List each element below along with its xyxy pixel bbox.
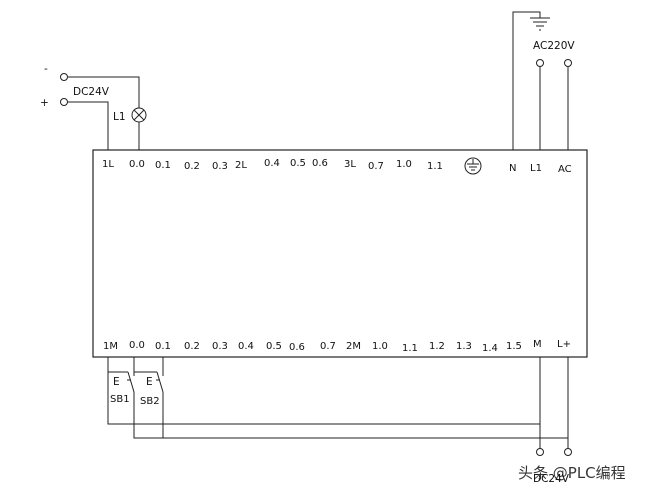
minus-terminal	[60, 73, 68, 81]
top-terminal-0.0: 0.0	[129, 159, 145, 170]
bottom-terminal-0.2: 0.2	[184, 341, 200, 352]
top-terminal-0.4: 0.4	[264, 158, 280, 169]
sb2-pushbutton: E	[134, 371, 164, 393]
sb1-label: SB1	[110, 394, 130, 405]
dc-supply: - + DC24V L1	[40, 63, 147, 150]
bottom-terminal-m: M	[533, 339, 542, 350]
ac-n-terminal	[564, 59, 572, 67]
top-terminal-3l: 3L	[344, 159, 356, 170]
ac220v-label: AC220V	[533, 40, 575, 52]
bottom-terminal-1.2: 1.2	[429, 341, 445, 352]
top-terminal-row: 1L 0.0 0.1 0.2 0.3 2L 0.4 0.5 0.6 3L 0.7…	[102, 157, 572, 175]
sb1-glyph: E	[113, 376, 120, 388]
bottom-terminal-1m: 1M	[103, 341, 118, 352]
sb2-glyph: E	[146, 376, 153, 388]
bottom-terminal-lplus: L+	[557, 339, 571, 350]
bottom-terminal-0.0: 0.0	[129, 340, 145, 351]
top-terminal-0.3: 0.3	[212, 161, 228, 172]
top-terminal-0.1: 0.1	[155, 160, 171, 171]
bottom-terminal-0.4: 0.4	[238, 341, 254, 352]
minus-sign: -	[44, 63, 48, 75]
bottom-terminal-1.1: 1.1	[402, 343, 418, 354]
bottom-terminal-1.3: 1.3	[456, 341, 472, 352]
top-terminal-2l: 2L	[235, 160, 247, 171]
plc-body	[92, 149, 588, 358]
top-terminal-1l: 1L	[102, 159, 114, 170]
bottom-terminal-1.4: 1.4	[482, 343, 498, 354]
ac-l1-terminal	[536, 59, 544, 67]
m-output-terminal	[536, 448, 544, 456]
bottom-terminal-1.0: 1.0	[372, 341, 388, 352]
watermark: 头条 @PLC编程	[518, 464, 626, 482]
top-terminal-0.7: 0.7	[368, 161, 384, 172]
dc24v-output-label: DC24V	[533, 473, 570, 485]
top-terminal-0.6: 0.6	[312, 158, 328, 169]
bottom-terminal-0.3: 0.3	[212, 341, 228, 352]
bottom-terminal-0.7: 0.7	[320, 341, 336, 352]
sb2-label: SB2	[140, 396, 160, 407]
top-terminal-0.2: 0.2	[184, 161, 200, 172]
bottom-terminal-row: 1M 0.0 0.1 0.2 0.3 0.4 0.5 0.6 0.7 2M 1.…	[103, 339, 571, 354]
sb1-pushbutton: E	[113, 371, 135, 393]
top-terminal-1.1: 1.1	[427, 161, 443, 172]
plus-sign: +	[40, 97, 49, 109]
dc-output: DC24V	[533, 448, 572, 485]
lplus-output-terminal	[564, 448, 572, 456]
input-wiring: E E SB1 SB2	[107, 357, 569, 452]
lamp-label: L1	[113, 111, 126, 123]
top-terminal-l1: L1	[530, 163, 542, 174]
lamp-icon	[131, 107, 147, 123]
bottom-terminal-0.1: 0.1	[155, 341, 171, 352]
ac-supply: AC220V	[512, 11, 575, 150]
top-terminal-n: N	[509, 163, 516, 174]
bottom-terminal-0.6: 0.6	[289, 342, 305, 353]
ground-icon	[530, 17, 550, 31]
bottom-terminal-1.5: 1.5	[506, 341, 522, 352]
bottom-terminal-2m: 2M	[346, 341, 361, 352]
bottom-terminal-0.5: 0.5	[266, 341, 282, 352]
earth-icon	[464, 157, 482, 175]
top-terminal-ac: AC	[558, 164, 572, 175]
top-terminal-1.0: 1.0	[396, 159, 412, 170]
dc24v-label: DC24V	[73, 86, 110, 98]
top-terminal-0.5: 0.5	[290, 158, 306, 169]
plus-terminal	[60, 98, 68, 106]
